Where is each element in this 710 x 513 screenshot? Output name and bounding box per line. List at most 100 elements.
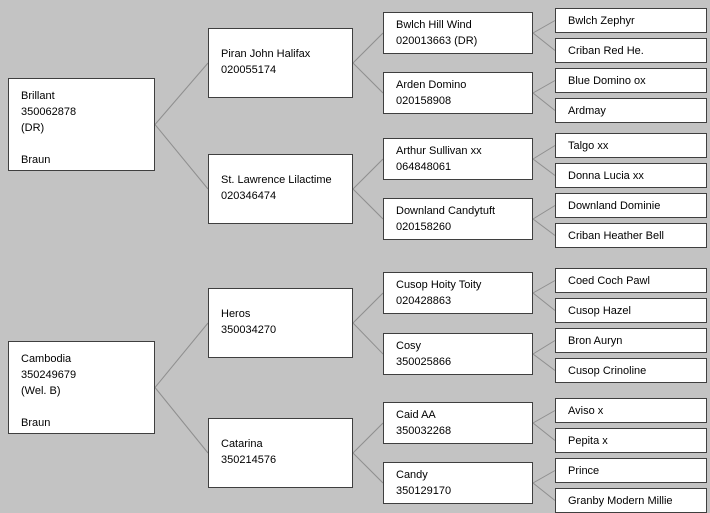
pedigree-box-cusop-hoity-toity[interactable]: Cusop Hoity Toity 020428863	[383, 272, 533, 314]
pedigree-text-line: Cosy	[396, 340, 422, 352]
connector-line	[532, 482, 556, 501]
pedigree-box-coed-coch-pawl[interactable]: Coed Coch Pawl	[555, 268, 707, 293]
pedigree-text-line: Talgo xx	[568, 140, 609, 152]
pedigree-box-donna-lucia-xx[interactable]: Donna Lucia xx	[555, 163, 707, 188]
connector-line	[532, 280, 556, 294]
pedigree-text-line: Downland Candytuft	[396, 205, 496, 217]
pedigree-box-blue-domino-ox[interactable]: Blue Domino ox	[555, 68, 707, 93]
pedigree-text-line: 064848061	[396, 161, 452, 173]
pedigree-text-line: Cusop Hoity Toity	[396, 279, 482, 291]
pedigree-box-cambodia[interactable]: Cambodia 350249679 (Wel. B) Braun	[8, 341, 155, 434]
pedigree-box-piran-john-halifax[interactable]: Piran John Halifax 020055174	[208, 28, 353, 98]
pedigree-text-line: Bwlch Hill Wind	[396, 19, 472, 31]
pedigree-text-line: Bwlch Zephyr	[568, 15, 635, 27]
pedigree-text-line: 020158908	[396, 95, 452, 107]
pedigree-box-downland-candytuft[interactable]: Downland Candytuft 020158260	[383, 198, 533, 240]
connector-line	[352, 422, 384, 454]
pedigree-text-line: Coed Coch Pawl	[568, 275, 650, 287]
pedigree-box-bwlch-zephyr[interactable]: Bwlch Zephyr	[555, 8, 707, 33]
connector-line	[532, 32, 556, 51]
pedigree-text-line: 350032268	[396, 425, 452, 437]
pedigree-text-line: Aviso x	[568, 405, 604, 417]
pedigree-box-cusop-hazel[interactable]: Cusop Hazel	[555, 298, 707, 323]
pedigree-box-heros[interactable]: Heros 350034270	[208, 288, 353, 358]
pedigree-text-line: (DR)	[21, 122, 45, 134]
pedigree-text-line: Heros	[221, 308, 251, 320]
connector-line	[154, 62, 209, 125]
pedigree-text-line: Criban Heather Bell	[568, 230, 664, 242]
connector-line	[532, 218, 556, 236]
connector-line	[352, 188, 384, 220]
pedigree-box-pepita-x[interactable]: Pepita x	[555, 428, 707, 453]
pedigree-text-line: Pepita x	[568, 435, 608, 447]
pedigree-text-line: Cusop Crinoline	[568, 365, 647, 377]
pedigree-box-ardmay[interactable]: Ardmay	[555, 98, 707, 123]
pedigree-text-line: Arthur Sullivan xx	[396, 145, 482, 157]
connector-line	[352, 452, 384, 484]
pedigree-text-line: 350129170	[396, 485, 452, 497]
connector-line	[532, 205, 556, 220]
pedigree-box-downland-dominie[interactable]: Downland Dominie	[555, 193, 707, 218]
connector-line	[154, 387, 209, 454]
pedigree-text-line: 020013663 (DR)	[396, 35, 478, 47]
connector-line	[532, 145, 556, 160]
pedigree-box-criban-red-he[interactable]: Criban Red He.	[555, 38, 707, 63]
pedigree-text-line	[9, 136, 154, 152]
pedigree-text-line: 350249679	[21, 369, 77, 381]
pedigree-text-line: 020346474	[221, 190, 277, 202]
pedigree-text-line: Bron Auryn	[568, 335, 623, 347]
pedigree-text-line: Blue Domino ox	[568, 75, 646, 87]
pedigree-text-line: Brillant	[21, 90, 55, 102]
pedigree-text-line: (Wel. B)	[21, 385, 61, 397]
pedigree-box-bwlch-hill-wind[interactable]: Bwlch Hill Wind 020013663 (DR)	[383, 12, 533, 54]
connector-line	[532, 410, 556, 424]
pedigree-text-line: 020428863	[396, 295, 452, 307]
connector-line	[352, 158, 384, 190]
pedigree-text-line: Braun	[21, 417, 51, 429]
pedigree-box-arthur-sullivan-xx[interactable]: Arthur Sullivan xx 064848061	[383, 138, 533, 180]
pedigree-box-cusop-crinoline[interactable]: Cusop Crinoline	[555, 358, 707, 383]
pedigree-text-line: 350034270	[221, 324, 277, 336]
pedigree-box-st-lawrence-lilactime[interactable]: St. Lawrence Lilactime 020346474	[208, 154, 353, 224]
connector-line	[532, 422, 556, 441]
pedigree-text-line: St. Lawrence Lilactime	[221, 174, 332, 186]
pedigree-box-prince[interactable]: Prince	[555, 458, 707, 483]
pedigree-text-line: Braun	[21, 154, 51, 166]
pedigree-box-bron-auryn[interactable]: Bron Auryn	[555, 328, 707, 353]
pedigree-text-line: Prince	[568, 465, 600, 477]
pedigree-text-line: Criban Red He.	[568, 45, 644, 57]
pedigree-text-line: 350214576	[221, 454, 277, 466]
pedigree-box-granby-modern-millie[interactable]: Granby Modern Millie	[555, 488, 707, 513]
pedigree-box-criban-heather-bell[interactable]: Criban Heather Bell	[555, 223, 707, 248]
connector-line	[532, 340, 556, 355]
connector-line	[352, 32, 384, 64]
connector-line	[532, 158, 556, 176]
pedigree-text-line: Downland Dominie	[568, 200, 661, 212]
pedigree-text-line: Cambodia	[21, 353, 72, 365]
pedigree-text-line: Cusop Hazel	[568, 305, 631, 317]
pedigree-text-line: 020055174	[221, 64, 277, 76]
connector-line	[532, 92, 556, 111]
pedigree-text-line: Granby Modern Millie	[568, 495, 673, 507]
connector-line	[532, 80, 556, 94]
pedigree-text-line: 350025866	[396, 356, 452, 368]
connector-line	[532, 292, 556, 311]
pedigree-box-talgo-xx[interactable]: Talgo xx	[555, 133, 707, 158]
pedigree-text-line: Piran John Halifax	[221, 48, 311, 60]
connector-line	[532, 353, 556, 371]
connector-line	[352, 322, 384, 355]
pedigree-text-line: 020158260	[396, 221, 452, 233]
pedigree-box-aviso-x[interactable]: Aviso x	[555, 398, 707, 423]
connector-line	[154, 322, 209, 388]
connector-line	[154, 124, 209, 190]
pedigree-box-cosy[interactable]: Cosy 350025866	[383, 333, 533, 375]
connector-line	[352, 62, 384, 94]
connector-line	[532, 470, 556, 484]
